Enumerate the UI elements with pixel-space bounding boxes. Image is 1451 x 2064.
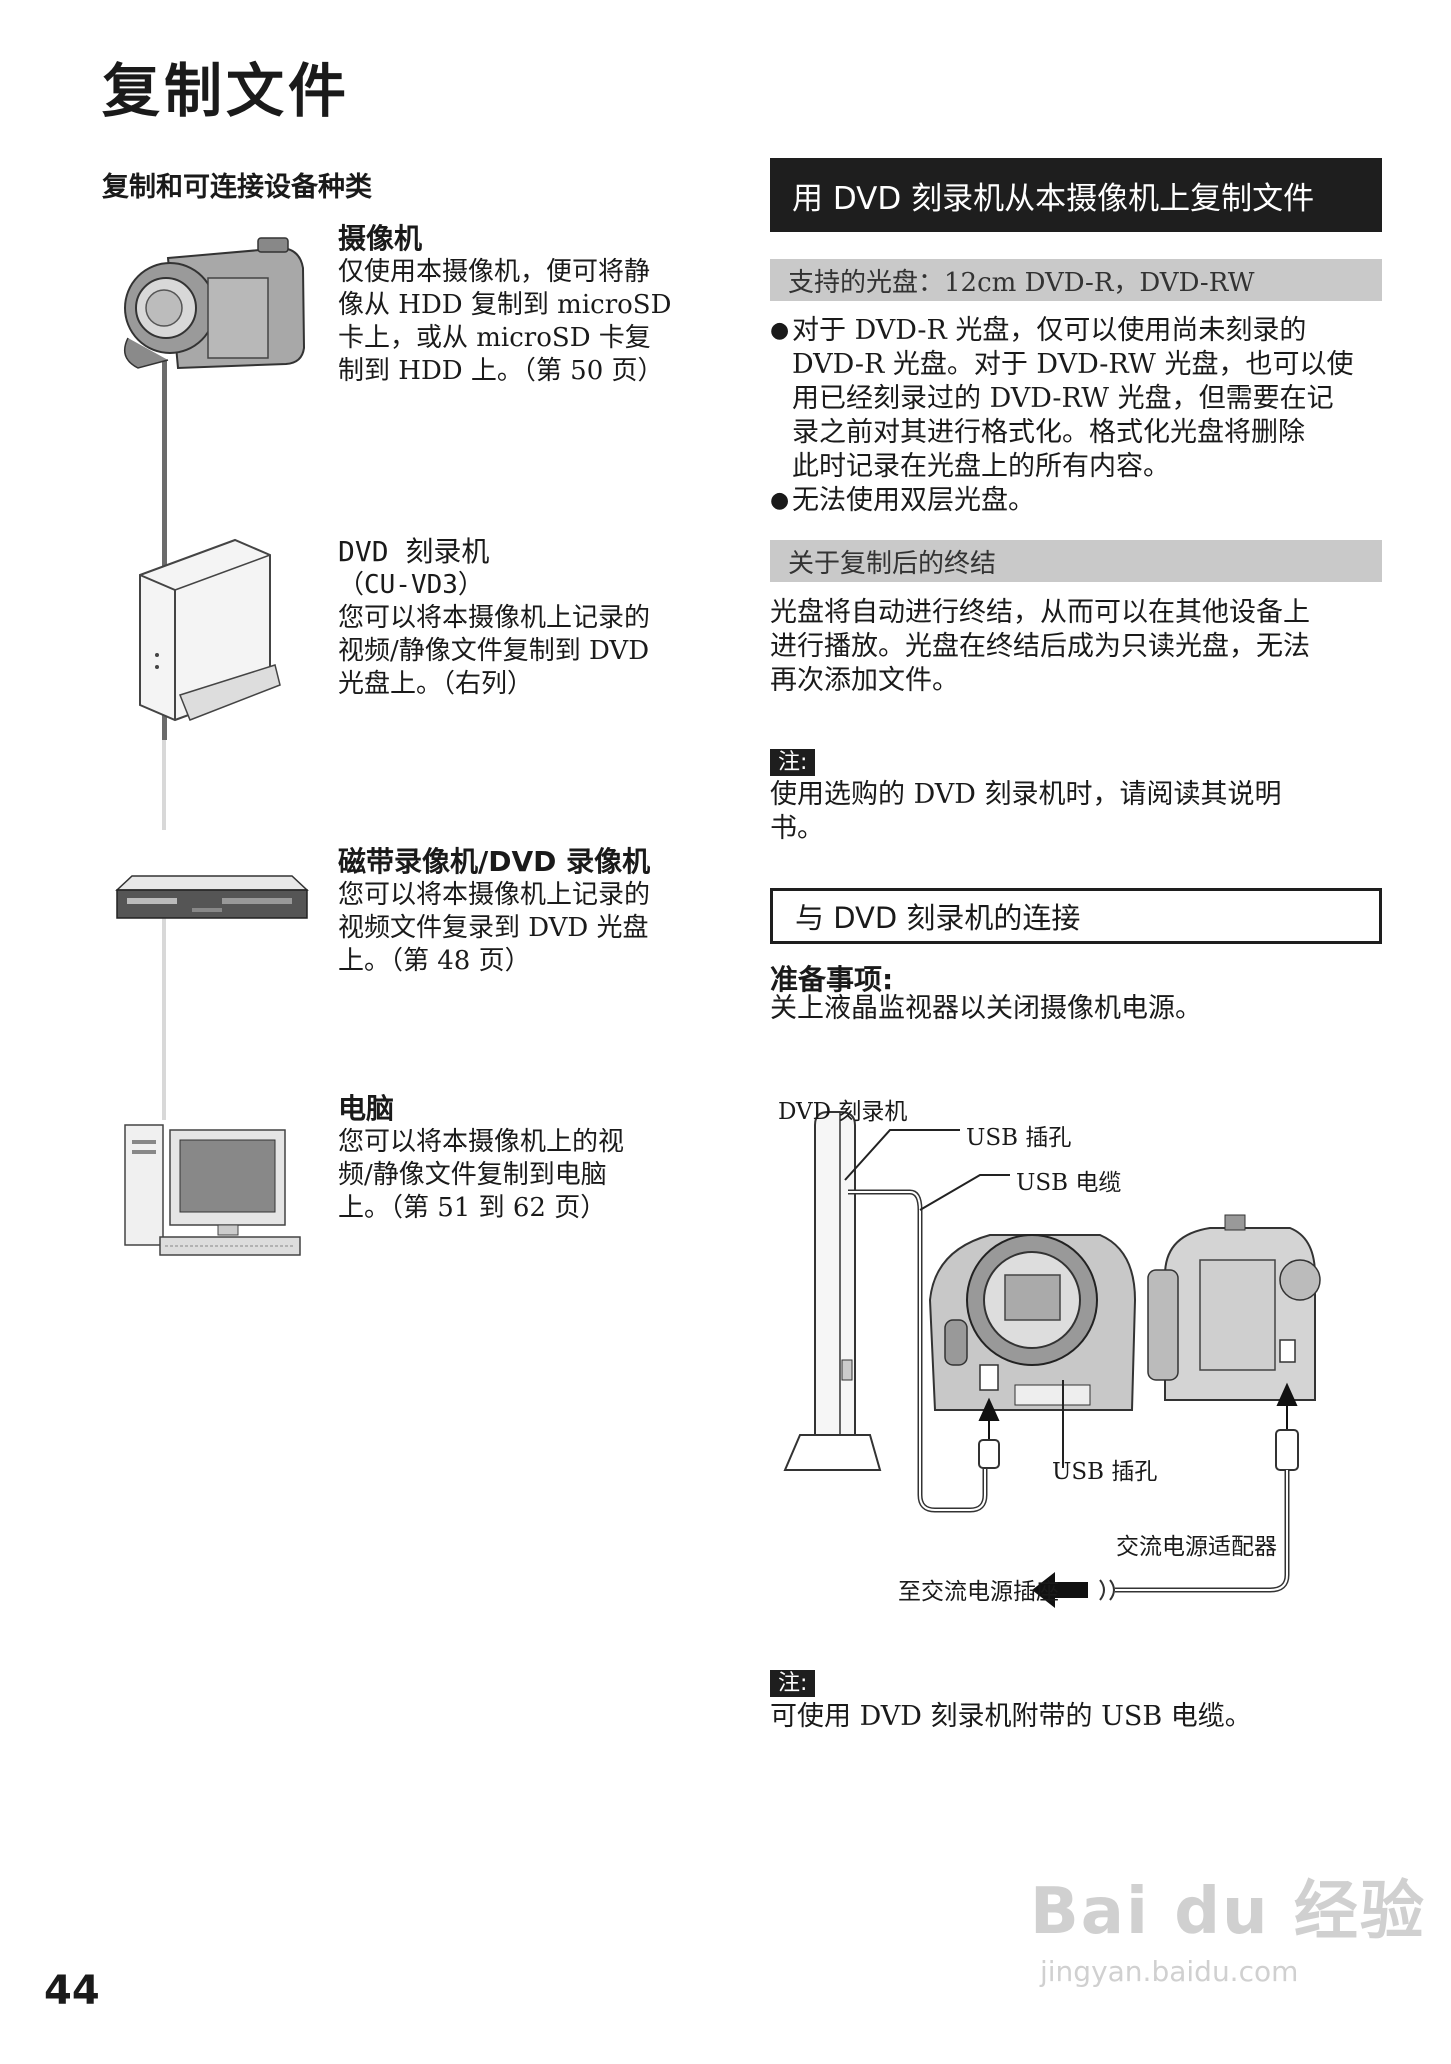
diagram-label-to-outlet: 至交流电源插座 xyxy=(898,1579,1059,1605)
device-name: DVD 刻录机 xyxy=(338,535,490,568)
diagram-label-usb-jack-top: USB 插孔 xyxy=(966,1125,1072,1151)
device-description: 您可以将本摄像机上记录的 视频/静像文件复制到 DVD 光盘上。（右列） xyxy=(338,603,651,699)
list-item: ● 无法使用双层光盘。 xyxy=(770,485,1035,516)
computer-icon xyxy=(124,1124,301,1256)
device-model: （CU-VD3） xyxy=(338,570,484,600)
section-title-connection: 与 DVD 刻录机的连接 xyxy=(770,888,1382,944)
device-name: 磁带录像机/DVD 录像机 xyxy=(338,845,651,878)
vcr-icon xyxy=(115,875,309,919)
connection-diagram xyxy=(783,1111,1321,1608)
device-connector-line xyxy=(162,360,167,1120)
device-camcorder: 摄像机 仅使用本摄像机，便可将静 像从 HDD 复制到 microSD 卡上，或… xyxy=(338,222,718,388)
left-column-heading: 复制和可连接设备种类 xyxy=(102,172,372,203)
device-name: 摄像机 xyxy=(338,222,423,255)
device-name: 电脑 xyxy=(338,1092,395,1125)
disc-notes-list: ● 对于 DVD-R 光盘，仅可以使用尚未刻录的 DVD-R 光盘。对于 DVD… xyxy=(770,314,1390,518)
device-description: 您可以将本摄像机上记录的 视频文件复录到 DVD 光盘 上。（第 48 页） xyxy=(338,880,651,976)
diagram-label-dvd-burner: DVD 刻录机 xyxy=(778,1099,908,1125)
bullet-icon: ● xyxy=(770,488,790,513)
device-vcr: 磁带录像机/DVD 录像机 您可以将本摄像机上记录的 视频文件复录到 DVD 光… xyxy=(338,845,718,978)
bullet-icon: ● xyxy=(770,318,790,343)
device-description: 仅使用本摄像机，便可将静 像从 HDD 复制到 microSD 卡上，或从 mi… xyxy=(338,257,672,386)
camcorder-icon xyxy=(123,237,306,370)
device-dvd-burner: DVD 刻录机 （CU-VD3） 您可以将本摄像机上记录的 视频/静像文件复制到… xyxy=(338,535,718,701)
page-title: 复制文件 xyxy=(102,57,351,125)
watermark-url: jingyan.baidu.com xyxy=(1040,1955,1299,1988)
section-title-copy-with-dvd-burner: 用 DVD 刻录机从本摄像机上复制文件 xyxy=(770,158,1382,232)
list-item: ● 对于 DVD-R 光盘，仅可以使用尚未刻录的 DVD-R 光盘。对于 DVD… xyxy=(770,315,1354,482)
preparation-label: 准备事项: xyxy=(770,963,894,996)
note-tag: 注: xyxy=(770,1665,816,1697)
diagram-label-ac-adapter: 交流电源适配器 xyxy=(1116,1534,1277,1560)
preparation-text: 关上液晶监视器以关闭摄像机电源。 xyxy=(770,993,1202,1024)
diagram-label-usb-cable: USB 电缆 xyxy=(1016,1170,1122,1196)
dvd-burner-icon xyxy=(139,538,281,722)
note-text: 可使用 DVD 刻录机附带的 USB 电缆。 xyxy=(770,1701,1252,1732)
diagram-label-usb-jack-bottom: USB 插孔 xyxy=(1052,1459,1158,1485)
finalize-text: 光盘将自动进行终结，从而可以在其他设备上 进行播放。光盘在终结后成为只读光盘，无… xyxy=(770,597,1310,696)
watermark-logo: Bai du 经验 xyxy=(1030,1875,1426,1949)
note-tag: 注: xyxy=(770,744,816,776)
device-description: 您可以将本摄像机上的视 频/静像文件复制到电脑 上。（第 51 到 62 页） xyxy=(338,1127,625,1223)
device-computer: 电脑 您可以将本摄像机上的视 频/静像文件复制到电脑 上。（第 51 到 62 … xyxy=(338,1092,718,1225)
finalize-bar: 关于复制后的终结 xyxy=(770,540,1382,582)
page-number: 44 xyxy=(44,1968,100,2014)
supported-discs-bar: 支持的光盘：12cm DVD-R，DVD-RW xyxy=(770,259,1382,301)
note-text: 使用选购的 DVD 刻录机时，请阅读其说明 书。 xyxy=(770,779,1282,844)
